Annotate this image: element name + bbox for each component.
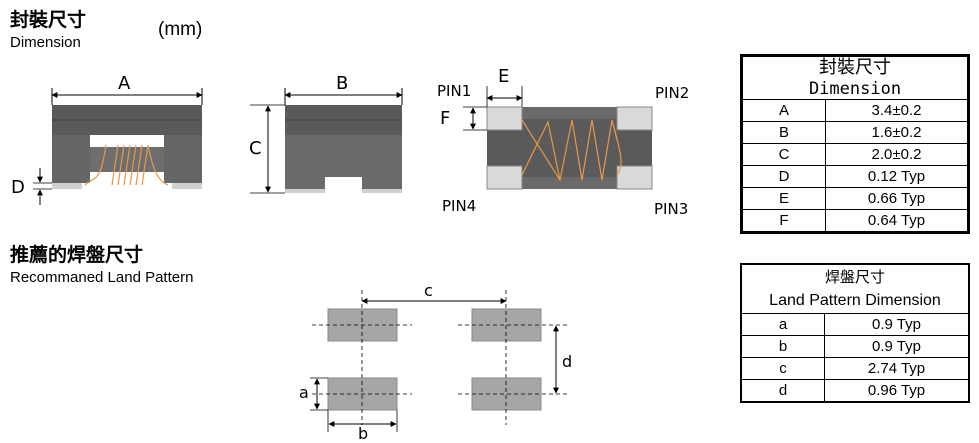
bottom-view bbox=[486, 106, 653, 190]
label-pin1: PIN1 bbox=[437, 82, 472, 100]
section-title-zh: 封裝尺寸 bbox=[10, 9, 87, 31]
label-pin3: PIN3 bbox=[654, 200, 689, 218]
label-pin4: PIN4 bbox=[442, 197, 477, 215]
bottom-winding bbox=[521, 119, 622, 182]
section-title-en: Dimension bbox=[10, 34, 81, 51]
dimension-table-title-en: Dimension bbox=[808, 79, 902, 99]
label-A: A bbox=[118, 73, 131, 94]
label-pin2: PIN2 bbox=[655, 84, 690, 102]
front-view bbox=[52, 105, 202, 189]
label-E: E bbox=[498, 66, 510, 87]
label-d: d bbox=[562, 352, 573, 371]
label-F: F bbox=[440, 108, 451, 129]
label-c: c bbox=[424, 281, 433, 300]
label-C: C bbox=[249, 138, 262, 159]
front-winding bbox=[84, 144, 169, 186]
land-section-title-en: Recommaned Land Pattern bbox=[10, 269, 194, 286]
land-table-title-zh: 焊盤尺寸 bbox=[824, 268, 885, 286]
label-a: a bbox=[299, 383, 309, 402]
dimension-table-title-zh: 封裝尺寸 bbox=[819, 57, 891, 78]
land-section-title-zh: 推薦的焊盤尺寸 bbox=[10, 244, 144, 266]
label-B: B bbox=[336, 73, 349, 94]
label-b: b bbox=[358, 424, 369, 443]
label-D: D bbox=[11, 177, 25, 198]
land-pattern bbox=[312, 290, 570, 425]
unit-label: (mm) bbox=[158, 19, 203, 40]
side-view bbox=[285, 105, 402, 193]
land-table-title-en: Land Pattern Dimension bbox=[769, 292, 941, 309]
